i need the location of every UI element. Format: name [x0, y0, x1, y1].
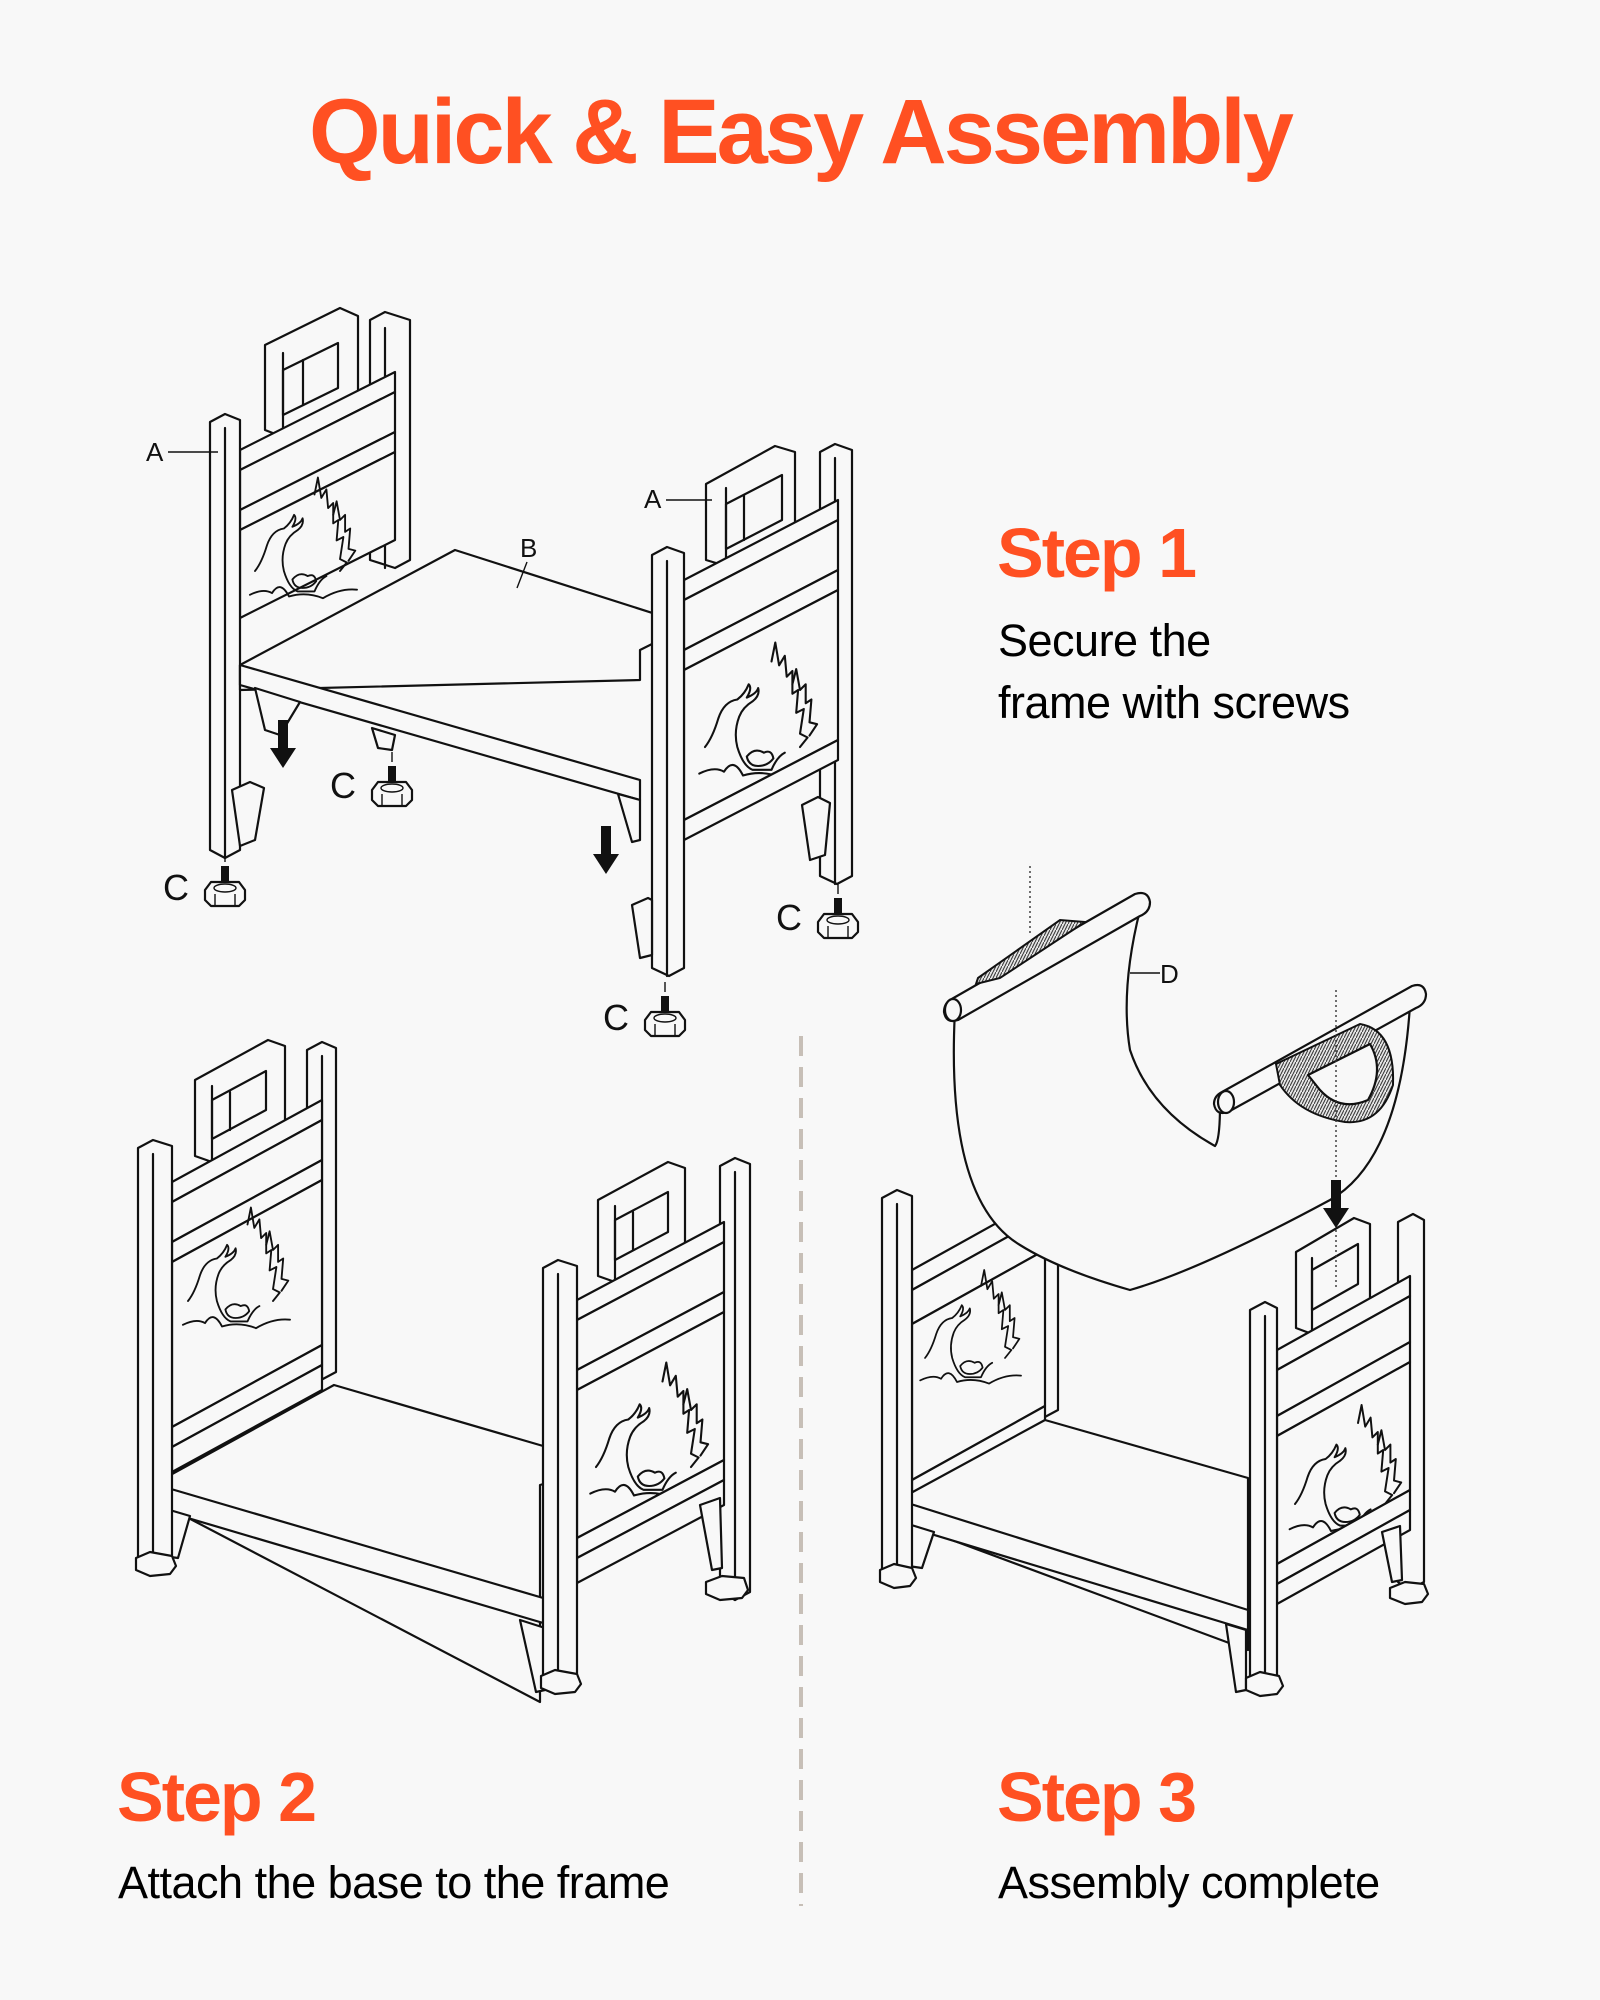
label-d: D	[1160, 959, 1179, 989]
assembled-rack	[134, 1038, 752, 1704]
assembled-rack-step3	[878, 1170, 1430, 1698]
label-a-left: A	[146, 437, 164, 467]
step-1-description-line-1: Secure the	[998, 615, 1211, 666]
page-title: Quick & Easy Assembly	[309, 81, 1294, 183]
dashed-divider	[799, 1036, 803, 1906]
foot-screw-4: C	[603, 980, 687, 1038]
step-3-description: Assembly complete	[998, 1857, 1380, 1908]
step3-illustration: D	[878, 866, 1430, 1698]
svg-text:C: C	[163, 867, 189, 908]
step2-illustration	[134, 1038, 752, 1704]
label-b: B	[520, 533, 537, 563]
step1-illustration: A B A C C	[146, 306, 860, 1038]
canvas-carrier: D	[942, 866, 1428, 1292]
base-shelf	[238, 548, 692, 844]
foot-screw-2: C	[330, 750, 414, 808]
foot-screw-3: C	[776, 882, 860, 940]
svg-text:C: C	[603, 997, 629, 1038]
label-a-right: A	[644, 484, 662, 514]
step-1-description-line-2: frame with screws	[998, 677, 1350, 728]
foot-screw-1: C	[163, 850, 247, 908]
step-2-heading: Step 2	[117, 1758, 317, 1836]
right-side-frame	[630, 442, 854, 978]
step-3-heading: Step 3	[997, 1758, 1197, 1836]
svg-text:C: C	[330, 765, 356, 806]
step-1-heading: Step 1	[997, 514, 1197, 592]
step-2-description: Attach the base to the frame	[118, 1857, 670, 1908]
left-side-frame	[208, 306, 412, 860]
svg-text:C: C	[776, 897, 802, 938]
